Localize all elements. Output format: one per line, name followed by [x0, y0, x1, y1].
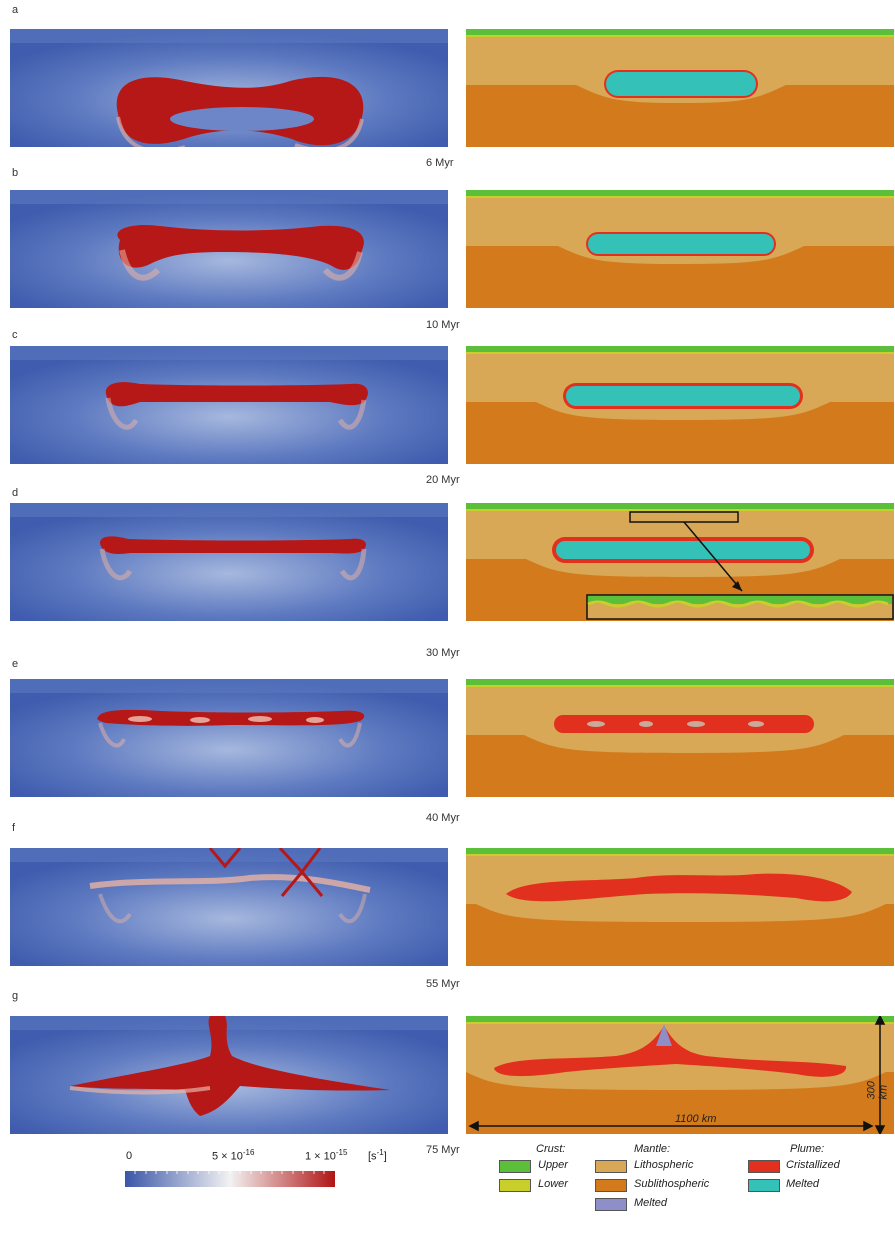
strain-rate-panel-d: [10, 503, 448, 621]
panel-letter-e: e: [12, 658, 19, 670]
legend-label-mantle-melted: Melted: [634, 1197, 668, 1209]
strain-rate-panel-b: [10, 190, 448, 308]
legend-label-lithospheric: Lithospheric: [634, 1159, 694, 1171]
colorbar-tick-5e-16: 5 × 10-16: [212, 1148, 254, 1163]
scale-width-label: 1100 km: [675, 1113, 717, 1125]
time-label-b: 10 Myr: [426, 319, 460, 331]
colorbar-tick-0: 0: [126, 1150, 133, 1162]
panel-letter-c: c: [12, 329, 18, 341]
colorbar-unit-close: ]: [383, 1150, 387, 1163]
colorbar-unit-base: [s: [368, 1150, 377, 1163]
zoom-inset-d: [466, 503, 894, 621]
composition-panel-a: [466, 29, 894, 147]
panel-letter-b: b: [12, 167, 19, 179]
strain-rate-panel-g: [10, 1016, 448, 1134]
colorbar-tick-5e-16-base: 5 × 10: [212, 1150, 243, 1163]
composition-panel-f: [466, 848, 894, 966]
colorbar-tick-1e-15-base: 1 × 10: [305, 1150, 336, 1163]
legend-plume-header: Plume:: [790, 1143, 825, 1155]
legend-swatch-lithospheric: [595, 1160, 627, 1173]
colorbar-unit: [s-1]: [368, 1148, 387, 1163]
strain-rate-panel-c: [10, 346, 448, 464]
legend-label-sublithospheric: Sublithospheric: [634, 1178, 710, 1190]
panel-letter-g: g: [12, 990, 19, 1002]
time-label-c: 20 Myr: [426, 474, 460, 486]
time-label-g: 75 Myr: [426, 1144, 460, 1156]
panel-letter-a: a: [12, 4, 19, 16]
legend-crust-header: Crust:: [536, 1143, 566, 1155]
legend-swatch-cristallized: [748, 1160, 780, 1173]
legend-label-lower: Lower: [538, 1178, 568, 1190]
colorbar-tick-1e-15: 1 × 10-15: [305, 1148, 347, 1163]
legend-swatch-lower: [499, 1179, 531, 1192]
legend-label-upper: Upper: [538, 1159, 568, 1171]
legend-swatch-plume-melted: [748, 1179, 780, 1192]
strain-rate-panel-e: [10, 679, 448, 797]
panel-letter-d: d: [12, 487, 19, 499]
legend-swatch-sublithospheric: [595, 1179, 627, 1192]
legend-mantle-header: Mantle:: [634, 1143, 671, 1155]
composition-panel-b: [466, 190, 894, 308]
composition-panel-e: [466, 679, 894, 797]
scale-annotations-g: [466, 1016, 894, 1134]
panel-letter-f: f: [12, 822, 16, 834]
colorbar-unit-exp: -1: [376, 1148, 384, 1157]
legend-label-cristallized: Cristallized: [786, 1159, 840, 1171]
colorbar-tick-5e-16-exp: -16: [242, 1148, 255, 1157]
time-label-f: 55 Myr: [426, 978, 460, 990]
legend-label-plume-melted: Melted: [786, 1178, 820, 1190]
strain-rate-panel-f: [10, 848, 448, 966]
time-label-e: 40 Myr: [426, 812, 460, 824]
colorbar-tick-1e-15-exp: -15: [335, 1148, 348, 1157]
legend-swatch-upper: [499, 1160, 531, 1173]
legend-swatch-mantle-melted: [595, 1198, 627, 1211]
composition-panel-c: [466, 346, 894, 464]
strain-rate-panel-a: [10, 29, 448, 147]
scale-depth-label: 300 km: [865, 1081, 890, 1100]
time-label-a: 6 Myr: [426, 157, 454, 169]
colorbar-gradient: [125, 1171, 335, 1187]
time-label-d: 30 Myr: [426, 647, 460, 659]
strain-rate-colorbar: [125, 1171, 335, 1187]
